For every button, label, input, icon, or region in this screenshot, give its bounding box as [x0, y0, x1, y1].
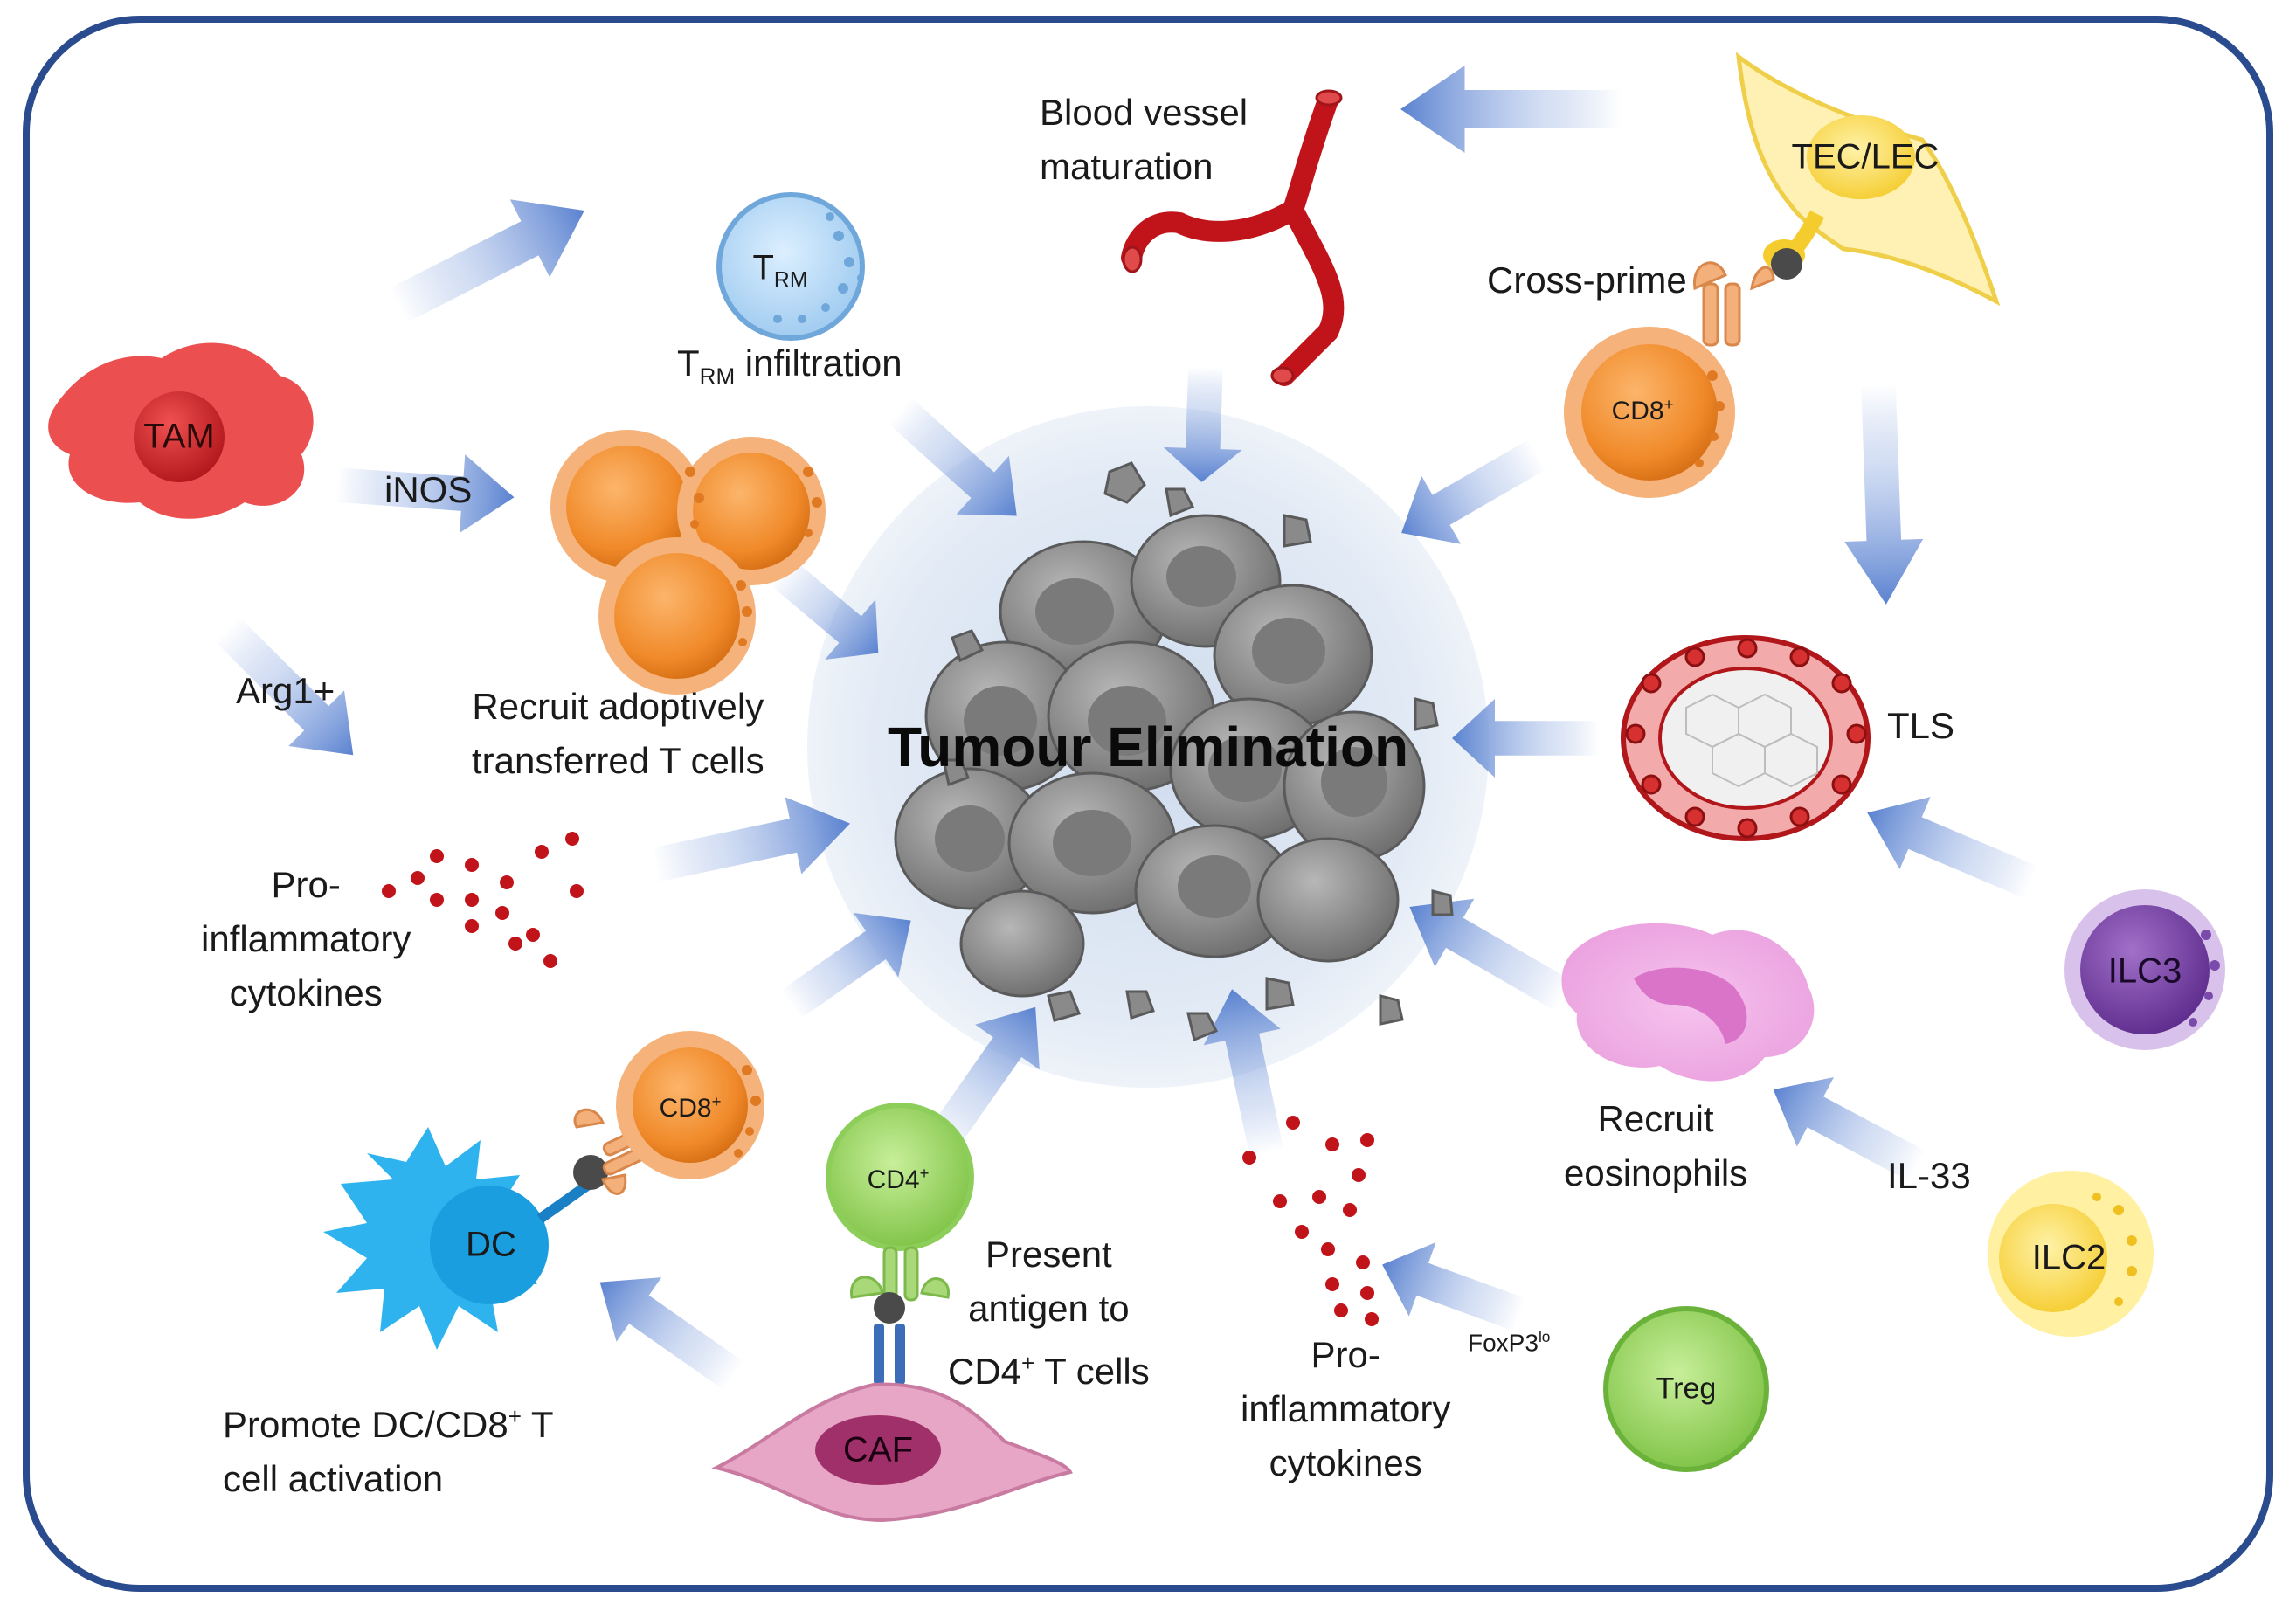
- proinflam-bottom-line1: Pro-: [1311, 1334, 1380, 1375]
- recruit-eos-line2: eosinophils: [1564, 1152, 1748, 1193]
- cross-prime-label: Cross-prime: [1487, 259, 1687, 301]
- cd8-top-label-sup: +: [1663, 395, 1674, 413]
- present-line3-sup: +: [1021, 1350, 1035, 1376]
- cd8-bottom-label-main: CD8: [659, 1094, 712, 1123]
- trm-label: TRM: [752, 249, 807, 294]
- proinflam-left-line1: Pro-: [271, 864, 341, 905]
- inos-label: iNOS: [384, 469, 473, 510]
- caf-label: CAF: [843, 1430, 913, 1469]
- proinflam-left-label: Pro- inflammatory cytokines: [201, 858, 411, 1020]
- caf-antigen: [874, 1292, 905, 1324]
- recruit-eos-line1: Recruit: [1597, 1098, 1714, 1139]
- proinflam-left-line3: cytokines: [229, 972, 383, 1013]
- promote-line1-rest: T: [521, 1404, 554, 1445]
- cd8-bottom-label-sup: +: [711, 1092, 722, 1110]
- cd8-bottom-label: CD8+: [660, 1092, 722, 1124]
- ilc2-label: ILC2: [2031, 1238, 2106, 1277]
- tumour-cells: [894, 461, 1454, 1042]
- diagram-title: Tumour Elimination: [887, 716, 1409, 778]
- promote-line1: Promote DC/CD8+ T: [223, 1389, 554, 1452]
- tam-label: TAM: [143, 417, 215, 456]
- present-line2: antigen to: [968, 1288, 1130, 1329]
- dc-nucleus: [430, 1186, 549, 1304]
- blood-vessel-label: Blood vessel maturation: [1040, 86, 1248, 194]
- trm-granules: [773, 212, 864, 323]
- foxp3-sup: lo: [1538, 1328, 1551, 1345]
- cd4-label: CD4+: [868, 1164, 930, 1195]
- recruit-t-line2: transferred T cells: [472, 740, 764, 781]
- trm-infiltration-sub: RM: [699, 363, 736, 390]
- proinflam-bottom-label: Pro- inflammatory cytokines: [1241, 1328, 1450, 1490]
- il33-label: IL-33: [1887, 1155, 1971, 1196]
- trm-infiltration-rest: infiltration: [735, 342, 902, 384]
- promote-activation-label: Promote DC/CD8+ T cell activation: [223, 1389, 554, 1506]
- treg-cell: [1603, 1306, 1769, 1472]
- tls-structure: [1621, 635, 1871, 841]
- present-line3-rest: T cells: [1034, 1351, 1150, 1392]
- tec-lec-nucleus: [1807, 115, 1915, 199]
- dc-antigen: [573, 1155, 608, 1190]
- proinflam-bottom-line3: cytokines: [1269, 1442, 1422, 1483]
- promote-line2: cell activation: [223, 1458, 444, 1499]
- cd8-top-label: CD8+: [1612, 395, 1674, 426]
- caf-nucleus: [815, 1415, 941, 1485]
- blood-vessel-label-line1: Blood vessel: [1040, 92, 1248, 133]
- recruit-eosinophils-label: Recruit eosinophils: [1564, 1092, 1747, 1200]
- cd4-label-sup: +: [919, 1164, 930, 1182]
- cd8-top-label-main: CD8: [1611, 397, 1664, 425]
- arg1-label: Arg1+: [236, 670, 335, 711]
- proinflam-left-line2: inflammatory: [201, 918, 411, 959]
- recruit-t-line1: Recruit adoptively: [472, 686, 764, 727]
- ilc3-label: ILC3: [2107, 951, 2182, 991]
- cd4-cell: [826, 1103, 974, 1251]
- cd8-top-receptor: [1692, 261, 1775, 347]
- promote-line1-sup: +: [508, 1403, 522, 1429]
- present-antigen-label: Present antigen to CD4+ T cells: [948, 1227, 1150, 1399]
- present-line3-main: CD4: [948, 1351, 1022, 1392]
- cd4-label-main: CD4: [867, 1165, 920, 1194]
- trm-infiltration-label: TRM infiltration: [677, 336, 902, 403]
- cytokines-left: [382, 832, 584, 968]
- present-line3: CD4+ T cells: [948, 1336, 1150, 1399]
- cytokines-bottom: [1242, 1116, 1379, 1326]
- dc-label: DC: [466, 1225, 516, 1264]
- tec-antigen: [1771, 248, 1802, 280]
- tec-lec-label: TEC/LEC: [1791, 137, 1940, 176]
- treg-label: Treg: [1656, 1372, 1717, 1406]
- mhc-molecule: [874, 1324, 905, 1385]
- tls-label: TLS: [1887, 705, 1955, 746]
- foxp3-label: FoxP3lo: [1468, 1319, 1550, 1360]
- eosinophil-nucleus: [1634, 967, 1747, 1044]
- trm-label-main: T: [752, 248, 774, 287]
- promote-line1-main: Promote DC/CD8: [223, 1404, 508, 1445]
- present-line1: Present: [985, 1234, 1112, 1275]
- trm-infiltration-main: T: [677, 342, 700, 384]
- blood-vessel-label-line2: maturation: [1040, 146, 1214, 187]
- blood-vessel: [1121, 89, 1345, 386]
- recruit-t-cells-label: Recruit adoptively transferred T cells: [472, 680, 764, 788]
- proinflam-bottom-line2: inflammatory: [1241, 1388, 1451, 1429]
- trm-label-sub: RM: [773, 268, 808, 293]
- tam-nucleus: [134, 391, 225, 482]
- adoptive-t-cells: [550, 430, 826, 695]
- foxp3-main: FoxP3: [1468, 1329, 1539, 1357]
- trm-cell: [716, 192, 865, 341]
